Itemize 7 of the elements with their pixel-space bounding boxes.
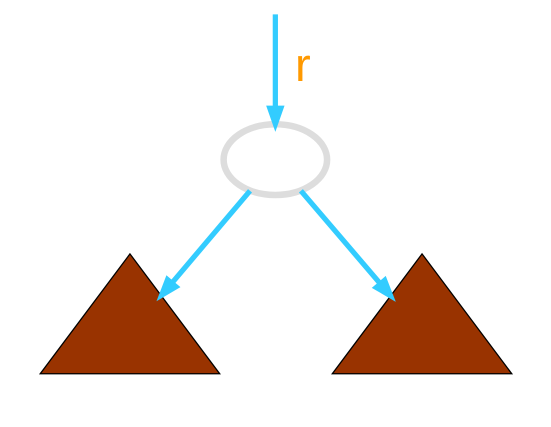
node-triangle [330, 252, 513, 374]
node-triangle [38, 252, 220, 374]
arrow [298, 189, 396, 302]
arrow [156, 189, 252, 302]
arrow [266, 14, 284, 132]
node-circle [220, 120, 330, 198]
edge-label: r [294, 38, 310, 91]
